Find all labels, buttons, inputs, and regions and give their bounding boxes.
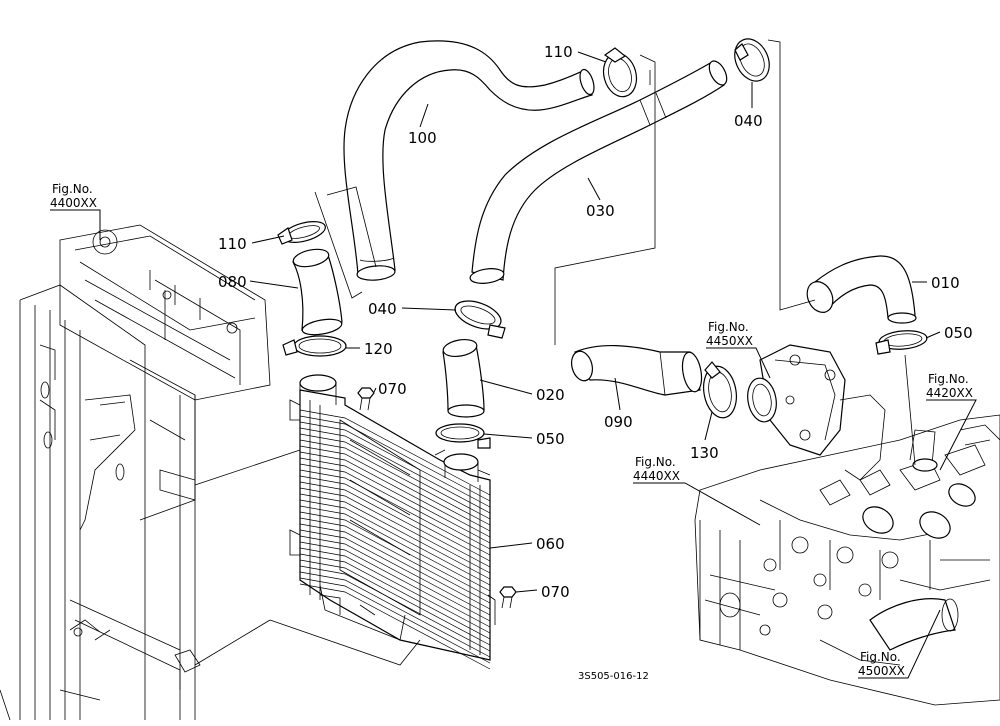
intercooler-fin (299, 457, 491, 544)
intercooler-fin (299, 487, 491, 574)
intercooler-fin (299, 475, 491, 562)
intercooler-fin (299, 541, 491, 628)
intercooler-fin (299, 565, 491, 652)
intercooler-fin (299, 415, 491, 502)
intercooler-fin (299, 553, 491, 640)
figref-4400-label: Fig.No. (52, 182, 93, 196)
figref-4450-code: 4450XX (706, 334, 753, 348)
label-070: 070 (378, 380, 407, 398)
intercooler-fin (299, 439, 491, 526)
figref-4500-label: Fig.No. (860, 650, 901, 664)
hose-030 (469, 60, 728, 284)
hose-080 (292, 248, 343, 336)
hose-100 (343, 40, 595, 281)
label-110: 110 (544, 43, 573, 61)
label-030: 030 (586, 202, 615, 220)
intercooler-fin (299, 409, 491, 496)
hose-020 (442, 338, 485, 418)
intercooler-fin (299, 445, 491, 532)
label-040: 040 (368, 300, 397, 318)
label-110: 110 (218, 235, 247, 253)
label-130: 130 (690, 444, 719, 462)
intercooler-fin (299, 481, 491, 568)
clamp-040-mid (454, 300, 506, 339)
clamp-040-top (734, 38, 770, 82)
label-020: 020 (536, 386, 565, 404)
label-050: 050 (536, 430, 565, 448)
intercooler-fin (299, 517, 491, 604)
intercooler-fin (299, 529, 491, 616)
part-labels: 110 100 040 030 110 080 040 120 070 020 … (218, 43, 973, 601)
hose-010 (806, 255, 917, 324)
drawing-code: 3S505-016-12 (578, 671, 649, 682)
figref-4440-code: 4440XX (633, 469, 680, 483)
clamp-110-left (277, 221, 326, 245)
intake-flange (747, 344, 886, 481)
label-090: 090 (604, 413, 633, 431)
hose-090 (570, 345, 703, 396)
clamp-110-right (602, 47, 638, 98)
intercooler-fin (299, 511, 491, 598)
figref-4420-code: 4420XX (926, 386, 973, 400)
intercooler-fin (299, 493, 491, 580)
label-060: 060 (536, 535, 565, 553)
figref-4440-label: Fig.No. (635, 455, 676, 469)
intercooler-fin (299, 421, 491, 508)
clamp-050-right (875, 330, 928, 355)
label-010: 010 (931, 274, 960, 292)
clamp-050-mid (435, 423, 491, 449)
intercooler-fin (299, 505, 491, 592)
label-050: 050 (944, 324, 973, 342)
leader-lines (50, 39, 977, 679)
intercooler-fin (299, 571, 491, 658)
figref-4400-code: 4400XX (50, 196, 97, 210)
bolt-070-upper (357, 387, 375, 411)
intercooler-fin (299, 547, 491, 634)
intercooler-fin (299, 427, 491, 514)
intercooler-fin (299, 463, 491, 550)
intercooler-fin (299, 433, 491, 520)
label-100: 100 (408, 129, 437, 147)
clamp-120 (282, 335, 347, 357)
intercooler (289, 374, 496, 670)
intercooler-fin (299, 577, 491, 664)
figref-4450-label: Fig.No. (708, 320, 749, 334)
bolt-070-lower (499, 586, 517, 609)
intercooler-fin (299, 469, 491, 556)
intercooler-fin (299, 535, 491, 622)
intercooler-fin (299, 523, 491, 610)
intercooler-fin (299, 451, 491, 538)
label-080: 080 (218, 273, 247, 291)
figref-4420-label: Fig.No. (928, 372, 969, 386)
clamp-130 (703, 361, 737, 419)
label-040: 040 (734, 112, 763, 130)
intercooler-fin (299, 499, 491, 586)
intercooler-fin (299, 559, 491, 646)
figure-references: Fig.No. 4400XX Fig.No. 4450XX Fig.No. 44… (50, 182, 973, 678)
label-070: 070 (541, 583, 570, 601)
engine-block (694, 414, 1000, 706)
intercooler-fin (299, 583, 491, 670)
figref-4500-code: 4500XX (858, 664, 905, 678)
label-120: 120 (364, 340, 393, 358)
frame-bracket (0, 224, 271, 721)
